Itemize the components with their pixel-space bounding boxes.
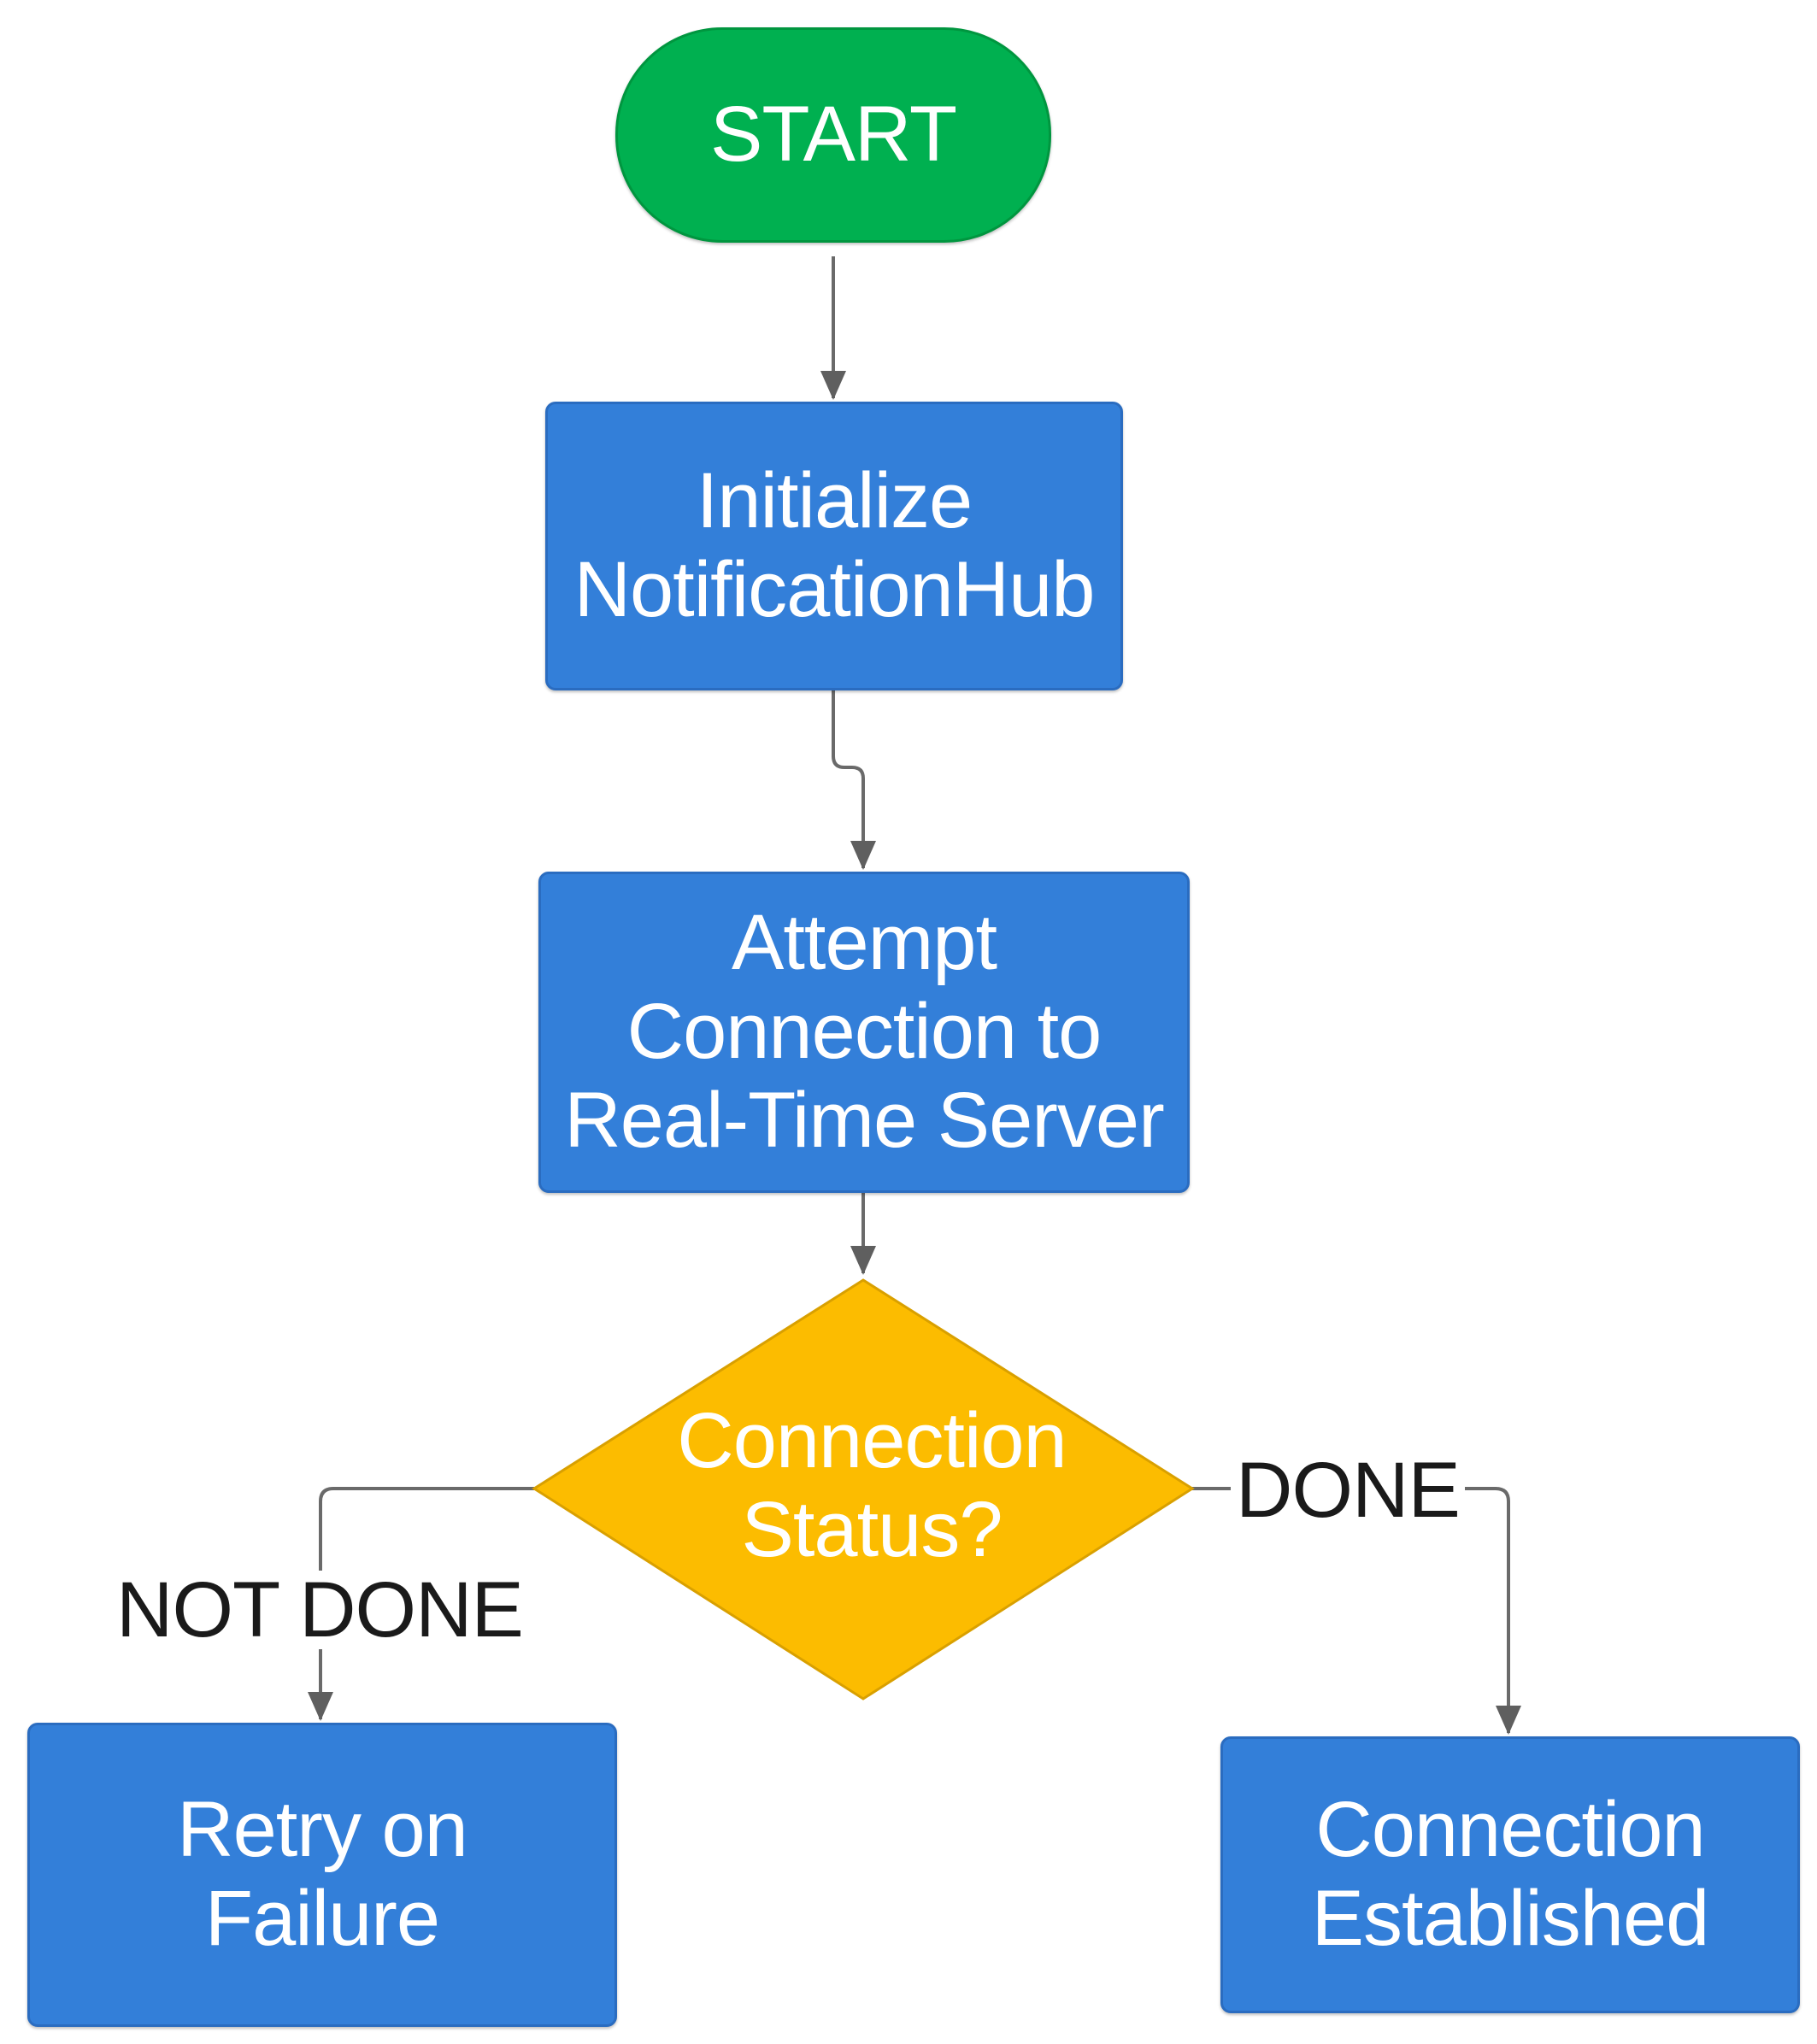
initialize-label: Initialize NotificationHub [573,457,1096,633]
established-label: Connection Established [1311,1786,1710,1962]
edge-label-not-done: NOT DONE [111,1571,528,1649]
start-label: START [709,91,957,179]
start-terminal: START [615,27,1051,243]
connector-initialize-to-attempt [832,690,876,870]
connector-decision-to-established [1191,1487,1521,1735]
connector-decision-to-retry [308,1487,534,1721]
decision-diamond [532,1278,1195,1700]
edge-label-done: DONE [1231,1451,1465,1530]
retry-on-failure-box: Retry on Failure [27,1723,617,2027]
initialize-notificationhub-box: Initialize NotificationHub [545,402,1123,690]
connection-established-box: Connection Established [1220,1736,1800,2013]
attempt-label: Attempt Connection to Real-Time Server [564,899,1164,1164]
decision-label: Connection Status? [677,1397,1067,1573]
retry-label: Retry on Failure [177,1786,468,1962]
attempt-connection-box: Attempt Connection to Real-Time Server [538,872,1190,1193]
